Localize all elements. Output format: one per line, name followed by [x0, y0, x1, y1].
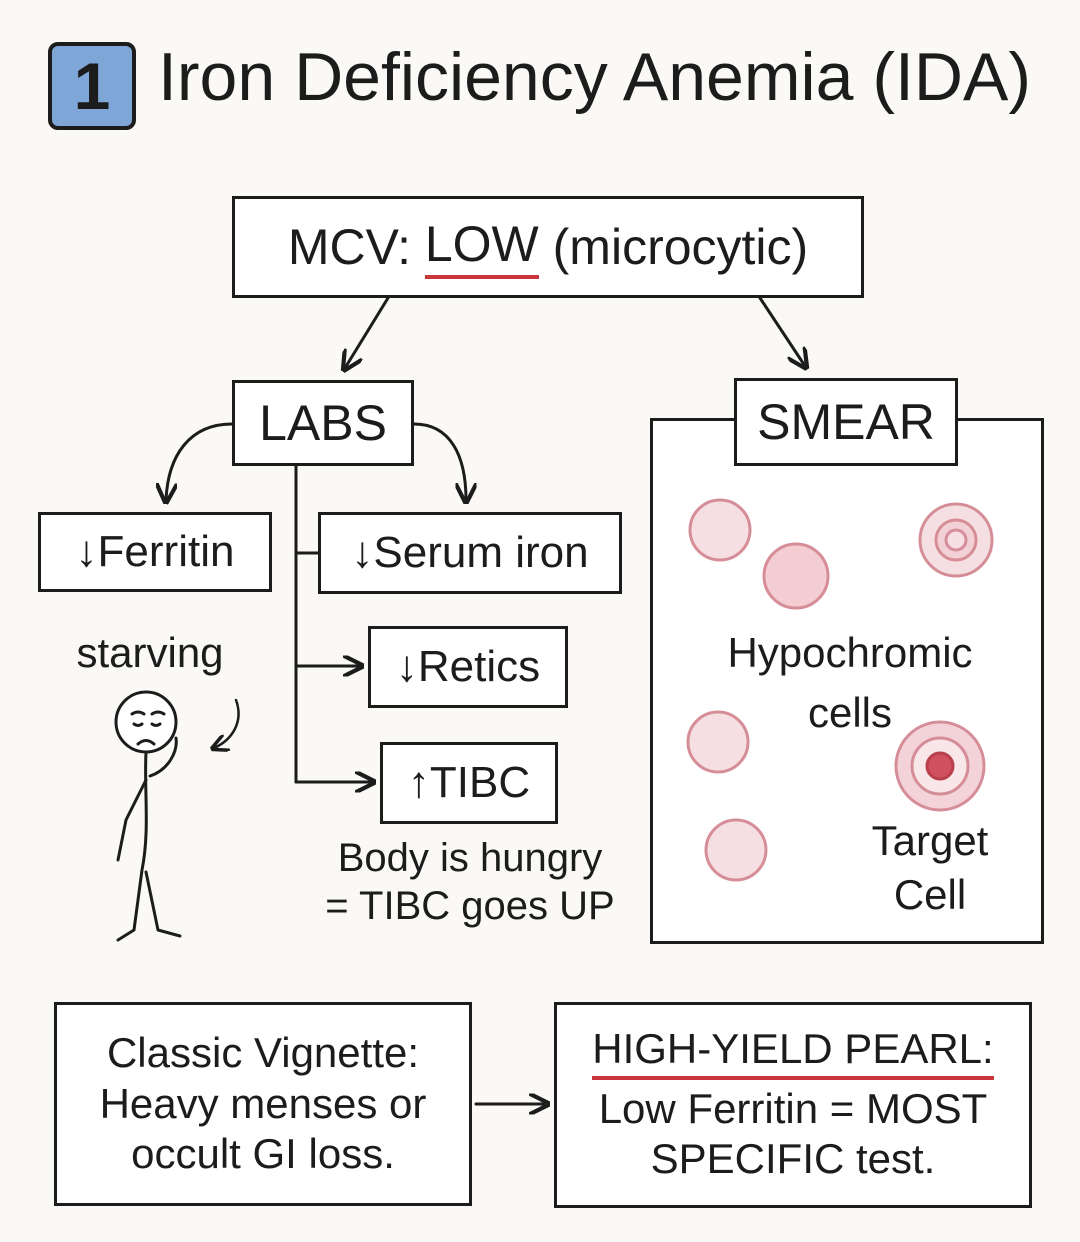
mcv-prefix: MCV:	[287, 219, 425, 275]
vignette-line3: occult GI loss.	[131, 1130, 395, 1178]
starving-label: starving	[76, 629, 224, 676]
target-label-line2: Cell	[893, 871, 967, 918]
vignette-line2: Heavy menses or	[99, 1079, 427, 1127]
lab-serum-iron-box: ↓Serum iron	[318, 512, 622, 594]
labs-box: LABS	[232, 380, 414, 466]
rbc-cell-4	[704, 818, 768, 882]
smear-title: SMEAR	[757, 394, 935, 450]
smear-cells	[686, 498, 994, 882]
arrow-mcv-to-labs	[345, 296, 390, 368]
tibc-note-line2: = TIBC goes UP	[325, 884, 615, 928]
classic-vignette-box: Classic Vignette: Heavy menses or occult…	[54, 1002, 472, 1206]
smear-title-box: SMEAR	[734, 378, 958, 466]
hypochromic-label-line1: Hypochromic	[727, 629, 973, 676]
tibc-note-line1: Body is hungry	[337, 836, 603, 880]
high-yield-pearl-box: HIGH-YIELD PEARL: Low Ferritin = MOST SP…	[554, 1002, 1032, 1208]
rbc-cell-2	[762, 542, 830, 610]
lab-ferritin-box: ↓Ferritin	[38, 512, 272, 592]
lab-retics-label: ↓Retics	[395, 642, 541, 691]
arrow-labs-to-serum-iron	[412, 422, 466, 500]
labs-title: LABS	[259, 395, 387, 451]
mcv-value-low: LOW	[424, 215, 539, 279]
target-label-line1: Target	[871, 817, 989, 864]
lab-tibc-box: ↑TIBC	[380, 742, 558, 824]
page-title: Iron Deficiency Anemia (IDA)	[158, 39, 1031, 115]
mcv-suffix: (microcytic)	[538, 219, 809, 275]
vignette-line1: Classic Vignette:	[106, 1029, 420, 1077]
lab-serum-iron-label: ↓Serum iron	[351, 528, 589, 577]
arrow-mcv-to-smear	[758, 296, 805, 366]
starving-figure-icon	[114, 690, 182, 942]
target-cell-icon-small	[918, 502, 994, 578]
arrow-starving-pointer	[214, 698, 240, 748]
section-number: 1	[73, 49, 111, 123]
rbc-cell-3	[686, 710, 750, 774]
pearl-line2: Low Ferritin = MOST	[598, 1084, 988, 1132]
lab-tibc-label: ↑TIBC	[407, 758, 531, 807]
pearl-heading: HIGH-YIELD PEARL:	[592, 1025, 994, 1080]
target-cell-icon	[894, 720, 986, 812]
hypochromic-label-line2: cells	[807, 689, 893, 736]
lab-ferritin-label: ↓Ferritin	[75, 527, 235, 576]
rbc-cell-1	[688, 498, 752, 562]
pearl-line3: SPECIFIC test.	[650, 1135, 936, 1183]
section-number-badge: 1	[48, 42, 136, 130]
mcv-box: MCV: LOW (microcytic)	[232, 196, 864, 298]
lab-retics-box: ↓Retics	[368, 626, 568, 708]
arrow-labs-to-ferritin	[166, 422, 234, 500]
